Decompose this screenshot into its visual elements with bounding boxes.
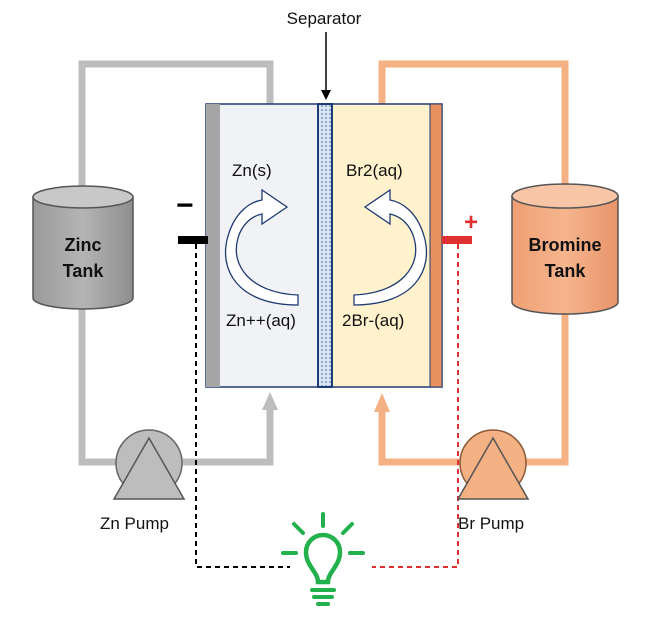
zn-pump-impeller [112, 436, 186, 500]
negative-sign: − [176, 189, 194, 222]
bromine-feed-pipe-left [378, 410, 462, 466]
zinc-return-pipe [78, 60, 274, 197]
zinc-tank-label-line2: Tank [63, 261, 105, 281]
bromine-tank-label-line2: Tank [545, 261, 587, 281]
separator-membrane [317, 103, 333, 388]
bromine-tank-label-line1: Bromine [528, 235, 601, 255]
cathode-top-label: Br2(aq) [346, 161, 403, 180]
zinc-inlet-arrowhead [262, 392, 278, 410]
zn-pump-icon [112, 429, 186, 500]
bromine-return-pipe [378, 60, 569, 196]
bromine-loop-pipes [378, 60, 569, 466]
light-bulb-icon [281, 512, 365, 606]
positive-terminal [442, 236, 472, 244]
negative-terminal [178, 236, 208, 244]
zinc-tank-label-line1: Zinc [64, 235, 101, 255]
br-pump-icon [456, 429, 530, 500]
bromine-tank-body [511, 195, 619, 315]
bromine-electrode [429, 103, 443, 388]
separator-label: Separator [287, 9, 362, 28]
br-pump-impeller [456, 436, 530, 500]
anode-compartment [205, 103, 319, 388]
zinc-feed-pipe-right [180, 408, 274, 466]
zinc-tank: Zinc Tank [32, 185, 134, 310]
bulb-glass [303, 532, 343, 585]
zinc-electrode [206, 104, 220, 387]
bulb-ray-top-right [341, 522, 354, 535]
cathode-reaction-arrow [353, 188, 428, 306]
zinc-tank-body [32, 196, 134, 310]
bromine-tank-top [511, 183, 619, 209]
zn-pump-label: Zn Pump [100, 514, 169, 533]
anode-top-label: Zn(s) [232, 161, 272, 180]
flow-cell [205, 103, 443, 388]
positive-wire [372, 244, 459, 568]
cathode-bottom-label: 2Br-(aq) [342, 311, 404, 330]
zinc-tank-top [32, 185, 134, 209]
br-pump-label: Br Pump [458, 514, 524, 533]
bulb-ray-top-left [292, 522, 305, 535]
zinc-loop-pipes [78, 60, 274, 466]
bromine-tank: Bromine Tank [511, 183, 619, 315]
positive-sign: + [464, 209, 478, 236]
zinc-feed-pipe-left [78, 298, 118, 466]
anode-bottom-label: Zn++(aq) [226, 311, 296, 330]
separator-pointer-arrowhead [321, 90, 331, 100]
bromine-feed-pipe-right [524, 302, 569, 466]
bromine-inlet-arrowhead [374, 393, 390, 412]
anode-reaction-arrow [224, 188, 299, 306]
